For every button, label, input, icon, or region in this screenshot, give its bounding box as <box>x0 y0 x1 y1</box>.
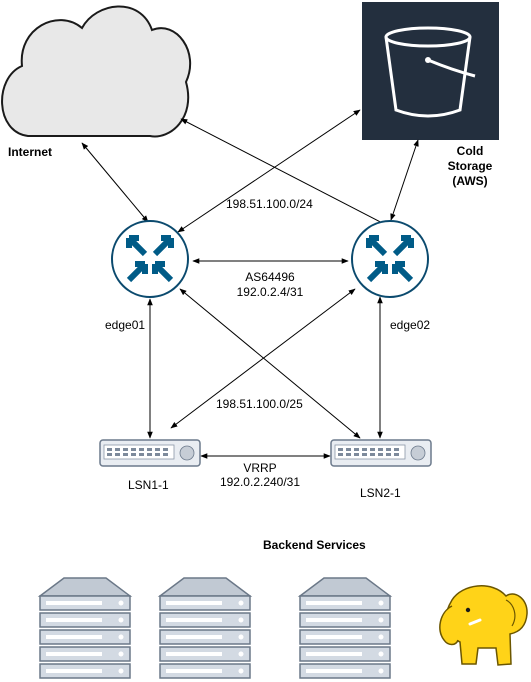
hadoop-elephant-icon <box>439 585 528 666</box>
vrrp-label: VRRP <box>243 461 277 475</box>
cold-storage-label: Cold Storage (AWS) <box>447 144 493 188</box>
public-prefix-label: 198.51.100.0/24 <box>226 197 313 211</box>
link-internet-edge01 <box>81 142 149 223</box>
server-icon <box>157 577 253 679</box>
link-coldstorage-edge02 <box>390 139 419 221</box>
switch-icon <box>99 439 201 467</box>
internet-label: Internet <box>8 145 53 159</box>
bucket-icon <box>362 2 499 140</box>
vrrp-subnet-label: 192.0.2.240/31 <box>219 475 301 489</box>
lsn1-label: LSN1-1 <box>128 478 169 492</box>
lsn2-label: LSN2-1 <box>360 486 401 500</box>
edge02-label: edge02 <box>390 318 431 332</box>
edge-asn-label: AS64496 <box>245 270 295 284</box>
server-icon <box>37 577 133 679</box>
connectors <box>81 109 419 459</box>
backend-services-title: Backend Services <box>263 538 366 552</box>
router-icon <box>351 220 429 298</box>
switch-icon <box>330 439 432 467</box>
link-edge01-lsn2 <box>179 288 361 439</box>
server-icon <box>297 577 393 679</box>
edge-p2p-label: 192.0.2.4/31 <box>236 285 304 299</box>
internal-prefix-label: 198.51.100.0/25 <box>216 397 303 411</box>
router-icon <box>111 220 189 298</box>
link-edge01-coldstorage <box>177 109 361 233</box>
cloud-icon <box>1 5 192 138</box>
edge01-label: edge01 <box>105 318 146 332</box>
